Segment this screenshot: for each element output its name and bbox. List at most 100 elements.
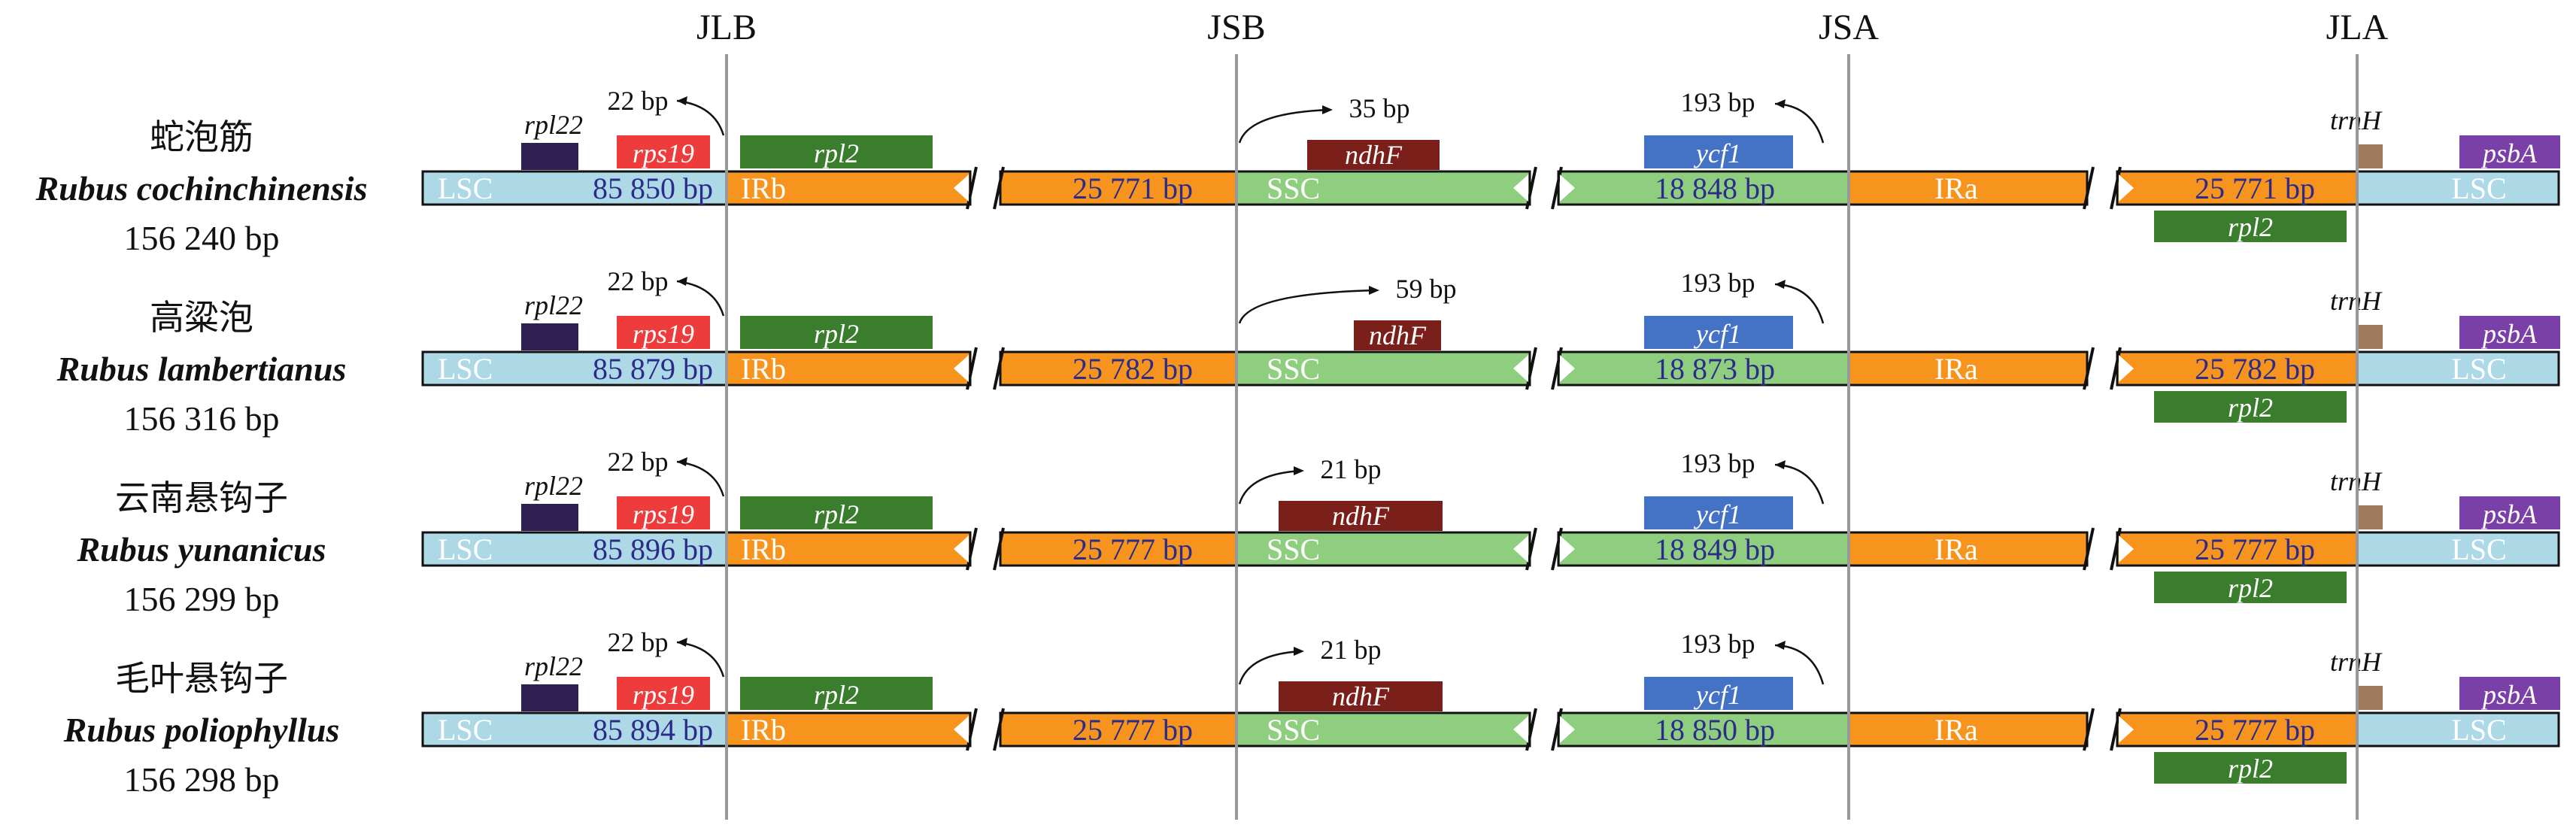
- rpl22-label: rpl22: [524, 110, 583, 140]
- ssc-length: 18 849 bp: [1655, 532, 1775, 566]
- ira-region: [1847, 350, 2089, 387]
- species-chinese-name: 蛇泡筋: [150, 118, 253, 156]
- lsc-region: [421, 531, 728, 567]
- ycf1-label: ycf1: [1694, 680, 1741, 710]
- lsc-length: 85 879 bp: [593, 352, 713, 386]
- ira-length: 25 777 bp: [2195, 713, 2315, 747]
- lsc-label: LSC: [438, 352, 493, 386]
- ira-length: 25 777 bp: [2195, 532, 2315, 566]
- break-mark: [2083, 166, 2122, 210]
- boundary-arrow: [2119, 174, 2134, 202]
- arrow-head: [1322, 105, 1333, 114]
- ssc-label: SSC: [1267, 532, 1320, 566]
- rps19-distance: 22 bp: [608, 86, 669, 116]
- irb-label: IRb: [741, 532, 786, 566]
- trnH-gene: [2359, 505, 2383, 529]
- ndhF-gene: [1307, 140, 1440, 170]
- junction-label-jlb: JLB: [696, 8, 757, 47]
- ndhF-gene: [1279, 501, 1443, 531]
- rps19-gene: [617, 316, 710, 349]
- arrow-head: [677, 457, 687, 466]
- break-mark: [966, 166, 1005, 210]
- rpl2-gene: [2154, 211, 2347, 242]
- psbA-gene: [2459, 496, 2560, 529]
- irb-label: IRb: [741, 171, 786, 205]
- ycf1-label: ycf1: [1694, 138, 1741, 168]
- irb-label: IRb: [741, 352, 786, 386]
- psbA-label: psbA: [2480, 499, 2538, 529]
- rps19-label: rps19: [633, 319, 694, 349]
- ndhF-gene: [1279, 681, 1443, 711]
- boundary-arrow: [1560, 535, 1575, 563]
- rpl2-gene: [740, 677, 933, 710]
- ira-region: [2116, 531, 2359, 567]
- rpl2-label: rpl2: [814, 138, 859, 168]
- rpl2-gene: [740, 316, 933, 349]
- boundary-arrow: [1513, 355, 1528, 382]
- rps19-label: rps19: [633, 680, 694, 710]
- boundary-arrow: [2119, 535, 2134, 563]
- lsc-region: [2356, 531, 2560, 567]
- lsc-length: 85 894 bp: [593, 713, 713, 747]
- ira-label: IRa: [1934, 532, 1978, 566]
- lsc-label: LSC: [438, 713, 493, 747]
- psbA-gene: [2459, 135, 2560, 168]
- species-chinese-name: 毛叶悬钩子: [115, 660, 288, 698]
- rpl22-gene: [521, 504, 578, 531]
- species-latin-name: Rubus lambertianus: [56, 350, 347, 388]
- ycf1-gene: [1644, 677, 1793, 710]
- arrow-head: [1775, 460, 1786, 469]
- rpl2-gene: [740, 496, 933, 529]
- rpl2-label: rpl2: [814, 499, 859, 529]
- boundary-arrow: [1560, 355, 1575, 382]
- ndhF-distance: 59 bp: [1396, 274, 1457, 304]
- rps19-distance: 22 bp: [608, 266, 669, 296]
- ira-label: IRa: [1934, 713, 1978, 747]
- trnH-gene: [2359, 325, 2383, 349]
- rps19-gene: [617, 135, 710, 168]
- ira-length: 25 782 bp: [2195, 352, 2315, 386]
- boundary-arrow: [954, 716, 969, 743]
- break-mark: [1525, 527, 1563, 571]
- boundary-arrow: [1513, 716, 1528, 743]
- lsc-label: LSC: [2451, 713, 2506, 747]
- break-mark: [1525, 166, 1563, 210]
- ssc-label: SSC: [1267, 352, 1320, 386]
- ycf1-distance: 193 bp: [1681, 629, 1755, 659]
- boundary-arrow: [2119, 355, 2134, 382]
- irb-region: [999, 170, 1238, 206]
- distance-arrow: [1238, 650, 1302, 685]
- break-mark: [2083, 527, 2122, 571]
- trnH-gene: [2359, 144, 2383, 168]
- break-mark: [1525, 708, 1563, 751]
- ycf1-distance: 193 bp: [1681, 448, 1755, 478]
- distance-arrow: [676, 280, 725, 317]
- genome-length: 156 298 bp: [124, 760, 280, 799]
- irb-length: 25 771 bp: [1073, 171, 1193, 205]
- lsc-label: LSC: [2451, 171, 2506, 205]
- rpl2-label: rpl2: [814, 319, 859, 349]
- irb-length: 25 782 bp: [1073, 352, 1193, 386]
- ssc-label: SSC: [1267, 713, 1320, 747]
- arrow-head: [1294, 466, 1304, 475]
- junction-label-jsb: JSB: [1207, 8, 1265, 47]
- irb-length: 25 777 bp: [1073, 532, 1193, 566]
- ycf1-gene: [1644, 135, 1793, 168]
- ssc-length: 18 850 bp: [1655, 713, 1775, 747]
- ndhF-label: ndhF: [1332, 681, 1390, 711]
- rpl2-label: rpl2: [2228, 393, 2273, 423]
- trnH-gene: [2359, 686, 2383, 710]
- psbA-gene: [2459, 316, 2560, 349]
- rps19-gene: [617, 677, 710, 710]
- distance-arrow: [1238, 108, 1330, 144]
- psbA-label: psbA: [2480, 680, 2538, 710]
- boundary-arrow: [1560, 174, 1575, 202]
- junction-label-jla: JLA: [2326, 8, 2389, 47]
- irb-region: [999, 711, 1238, 748]
- rpl22-label: rpl22: [524, 651, 583, 681]
- lsc-length: 85 896 bp: [593, 532, 713, 566]
- arrow-head: [1775, 280, 1786, 289]
- ssc-region: [1557, 170, 1850, 206]
- boundary-arrow: [1513, 174, 1528, 202]
